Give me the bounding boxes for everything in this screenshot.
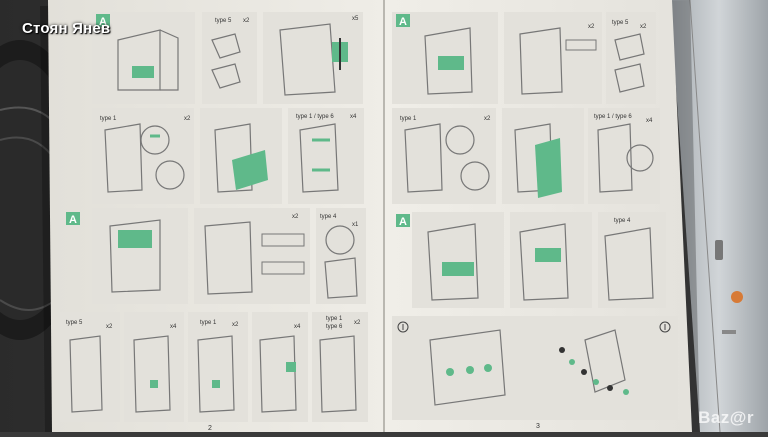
panel-count: x2 xyxy=(588,24,595,30)
panel-count: x2 xyxy=(354,320,361,326)
section-badge-text: A xyxy=(99,16,107,28)
panel-count: x1 xyxy=(352,222,359,228)
section-badge-a xyxy=(66,212,80,225)
panel-label: type 1 / type 6 xyxy=(296,114,334,120)
panel-count: x2 xyxy=(484,116,491,122)
left-row-4: type 5 x2 x4 type 1 x2 x4 type 1 type 6 … xyxy=(60,312,368,432)
metal-frame xyxy=(670,0,768,433)
panel-label: type 6 xyxy=(326,324,343,330)
panel-count: x4 xyxy=(170,324,177,330)
left-row-3: A x2 type 4 x1 xyxy=(66,208,366,304)
panel-label: type 4 xyxy=(320,214,337,220)
panel-count: x2 xyxy=(232,322,239,328)
author-overlay-text: Стоян Янев xyxy=(22,20,111,37)
panel-count: x4 xyxy=(294,324,301,330)
watermark-logo: Baz@r xyxy=(698,408,754,427)
left-row-2: type 1 x2 type 1 / type 6 x4 xyxy=(92,108,364,204)
panel-label: type 1 xyxy=(200,320,217,326)
panel-count: x4 xyxy=(350,114,357,120)
right-row-2: type 1 x2 type 1 / type 6 x4 xyxy=(392,108,660,204)
panel-label: type 5 xyxy=(66,320,83,326)
panel-label: type 1 / type 6 xyxy=(594,114,632,120)
panel-count: x2 xyxy=(243,18,250,24)
section-badge-a xyxy=(396,14,410,27)
right-row-3: A type 4 xyxy=(396,212,666,308)
panel-count: x2 xyxy=(292,214,299,220)
panel-label: type 5 xyxy=(612,20,629,26)
panel-count: x2 xyxy=(106,324,113,330)
section-badge-text: A xyxy=(399,216,407,228)
page-number: 3 xyxy=(536,423,540,430)
panel-count: x2 xyxy=(184,116,191,122)
ground-icon xyxy=(659,321,671,333)
panel-label: type 1 xyxy=(400,116,417,122)
section-badge-a xyxy=(396,214,410,227)
orange-screw xyxy=(731,291,743,303)
panel-label: type 4 xyxy=(614,218,631,224)
panel-count: x2 xyxy=(640,24,647,30)
panel-count: x4 xyxy=(646,118,653,124)
panel-label: type 1 xyxy=(100,116,117,122)
panel-count: x5 xyxy=(352,16,359,22)
section-badge-a xyxy=(96,14,110,27)
right-row-4: 3 xyxy=(392,316,678,430)
page-number: 2 xyxy=(208,425,212,432)
right-row-1: A x2 type 5 x2 xyxy=(392,12,656,104)
section-badge-text: A xyxy=(69,214,77,226)
ground-icon xyxy=(397,321,409,333)
panel-label: type 5 xyxy=(215,18,232,24)
panel-label: type 1 xyxy=(326,316,343,322)
section-badge-text: A xyxy=(399,16,407,28)
left-row-1: A type 5 x2 x5 xyxy=(92,12,363,104)
